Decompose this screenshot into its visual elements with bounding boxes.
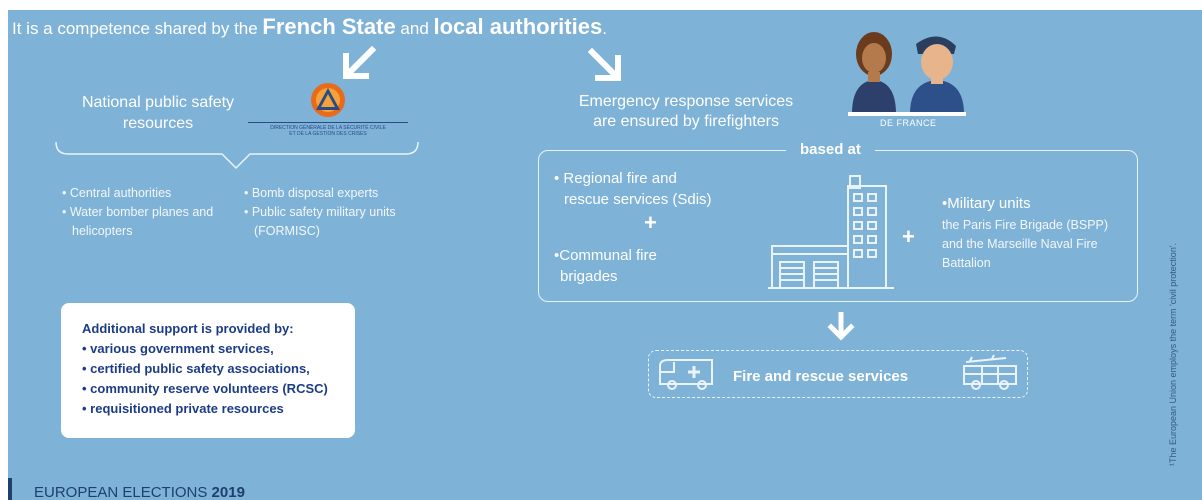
- headline-french-state: French State: [262, 14, 396, 39]
- list-item: (FORMISC): [254, 224, 320, 238]
- footer-elections: EUROPEAN ELECTIONS 2019: [34, 484, 245, 500]
- regional-services: • Regional fire and rescue services (Sdi…: [554, 168, 712, 210]
- list-item: • Bomb disposal experts: [244, 186, 379, 200]
- list-item: • Water bomber planes and: [62, 205, 214, 219]
- arrow-down-left-icon: [340, 46, 376, 80]
- brace-divider: [54, 140, 420, 179]
- communal-line2: brigades: [560, 268, 618, 285]
- emergency-line2: are ensured by firefighters: [593, 113, 779, 130]
- logo-text-line1: DIRECTION GÉNÉRALE DE LA SÉCURITÉ CIVILE: [270, 125, 386, 131]
- infographic-canvas: It is a competence shared by the French …: [8, 10, 1202, 500]
- national-list-right: • Bomb disposal experts • Public safety …: [244, 184, 396, 241]
- footer-prefix: EUROPEAN ELECTIONS: [34, 484, 212, 500]
- logo-text-line2: ET DE LA GESTION DES CRISES: [289, 131, 367, 137]
- communal-line1: •Communal fire: [554, 247, 657, 264]
- fire-rescue-box: [648, 350, 1028, 398]
- list-item: • Public safety military units: [244, 205, 396, 219]
- fire-truck-icon: [962, 354, 1018, 395]
- emergency-text: Emergency response services are ensured …: [556, 92, 816, 132]
- fire-station-building-icon: [768, 170, 896, 297]
- footer-accent-bar: [8, 478, 12, 500]
- civil-security-logo-icon: DIRECTION GÉNÉRALE DE LA SÉCURITÉ CIVILE…: [246, 80, 416, 146]
- plus-sign-military: +: [902, 224, 915, 249]
- military-desc-line: the Paris Fire Brigade (BSPP): [942, 218, 1109, 232]
- plus-sign: +: [644, 210, 657, 235]
- headline: It is a competence shared by the French …: [12, 14, 607, 40]
- support-item: • certified public safety associations,: [82, 361, 310, 376]
- headline-prefix: It is a competence shared by the: [12, 19, 263, 38]
- arrow-down-icon: [826, 312, 856, 342]
- national-list-left: • Central authorities • Water bomber pla…: [62, 184, 213, 241]
- additional-support-box: Additional support is provided by: • var…: [61, 303, 355, 438]
- military-title: •Military units: [942, 195, 1031, 212]
- footnote: ¹The European Union employs the term 'ci…: [1168, 242, 1178, 466]
- list-item: • Central authorities: [62, 186, 172, 200]
- military-desc-line: Battalion: [942, 256, 991, 270]
- fire-rescue-label: Fire and rescue services: [733, 368, 909, 385]
- communal-brigades: •Communal fire brigades: [554, 245, 657, 287]
- ambulance-icon: [658, 356, 714, 395]
- emergency-line1: Emergency response services: [578, 93, 794, 110]
- list-item: helicopters: [72, 224, 133, 238]
- badge-de-france: DE FRANCE: [880, 118, 937, 128]
- headline-suffix: .: [602, 19, 607, 38]
- regional-line1: • Regional fire and: [554, 170, 677, 187]
- regional-line2: rescue services (Sdis): [564, 191, 712, 208]
- firefighters-icon: [842, 24, 972, 125]
- military-desc-line: and the Marseille Naval Fire: [942, 237, 1098, 251]
- national-resources-title: National public safety resources: [81, 94, 235, 132]
- arrow-down-right-icon: [588, 48, 624, 82]
- headline-mid: and: [395, 19, 434, 38]
- support-title: Additional support is provided by:: [82, 321, 294, 336]
- military-units: •Military units the Paris Fire Brigade (…: [942, 195, 1108, 273]
- support-item: • community reserve volunteers (RCSC): [82, 381, 328, 396]
- military-description: the Paris Fire Brigade (BSPP) and the Ma…: [942, 216, 1108, 273]
- based-at-label: based at: [786, 141, 875, 158]
- support-item: • requisitioned private resources: [82, 401, 284, 416]
- footer-year: 2019: [211, 484, 245, 500]
- headline-local-authorities: local authorities: [433, 14, 603, 39]
- support-item: • various government services,: [82, 341, 274, 356]
